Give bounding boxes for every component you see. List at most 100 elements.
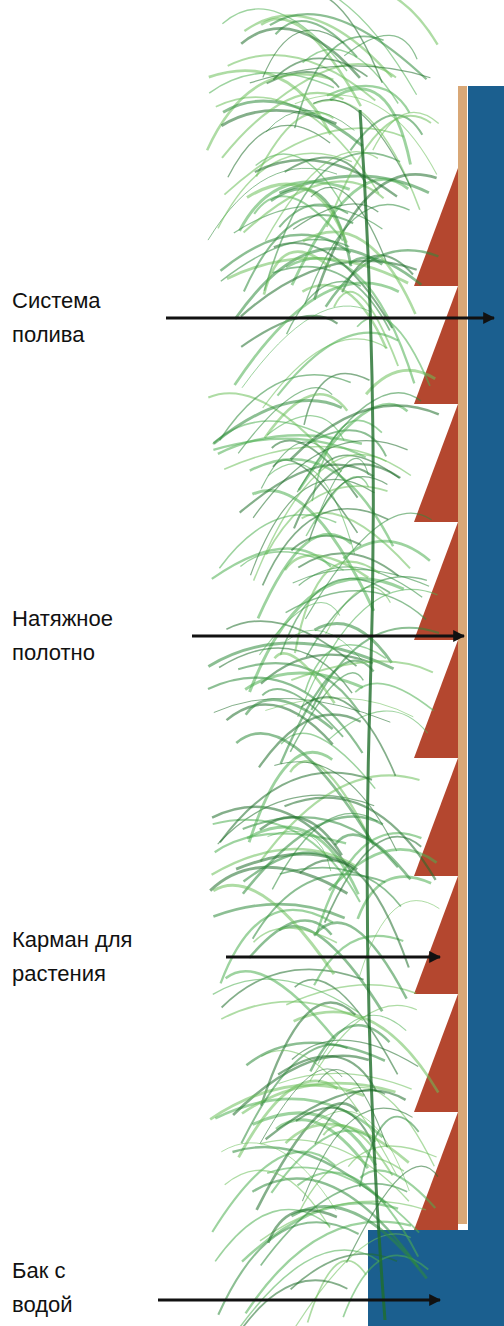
grass-blade [244,181,384,232]
grass-blade [291,406,439,460]
grass-blade [291,1206,426,1278]
grass-blade [278,333,399,396]
tension-fabric [458,86,467,1224]
plant-pocket [414,1112,458,1230]
grass-blade [241,1045,347,1144]
leader-arrow [226,956,440,959]
leader-lines [158,318,494,1300]
water-tank [368,1230,504,1326]
grass-blade [295,95,437,175]
grass-blade [259,602,339,654]
grass-blade [268,1210,337,1243]
grass-blade [257,1103,358,1210]
plant-pocket [414,640,458,758]
grass-blade [267,1167,419,1232]
grass-blade [302,513,410,569]
grass-blade [220,772,372,842]
grass-blade [357,317,430,386]
leader-arrow [192,635,464,638]
grass-blade [355,683,434,710]
grass-blade [219,515,336,568]
grass-blade [274,762,396,851]
grass-blade [297,393,421,493]
grass-blade [241,316,337,347]
leader-arrow [158,1299,440,1302]
part-label: Карман для растения [12,923,162,991]
grass-blade [285,798,436,880]
grass-blade [213,439,365,458]
part-label: Система полива [12,284,142,352]
grass-blade [221,240,349,282]
plant-pocket [414,876,458,994]
grass-blade [346,1087,435,1166]
grass-blade [267,416,344,441]
grass-blade [298,1172,419,1256]
grass-blade [301,697,395,776]
grass-blade [221,1002,363,1021]
grass-blade [254,928,337,943]
grass-blade [210,867,347,893]
grass-blade [253,441,407,518]
grass-blade [286,1124,409,1162]
grass-blade [360,1117,419,1187]
grass-blade [262,689,343,737]
part-label: Натяжное полотно [12,602,182,670]
grass-blade [212,1152,335,1232]
grass-blade [209,1280,347,1326]
grass-blade [244,215,353,291]
grass-blade [294,464,400,528]
grass-blade [209,73,334,93]
grass-blade [210,1085,364,1119]
grass-blade [213,979,358,1012]
grass-blade [305,645,386,692]
grass-blade [373,112,439,150]
grass-blade [273,267,390,331]
grass-blade [236,733,373,844]
grass-blade [311,187,386,261]
grass-blade [327,86,410,113]
grass-blade [314,936,403,985]
grass-blade [315,458,369,524]
grass-blade [275,653,335,703]
grass-blade [310,1025,389,1071]
grass-blade [221,1143,336,1211]
grass-blade [308,1261,367,1323]
grass-blade [246,700,333,729]
grass-blade [265,698,413,717]
grass-blade [291,661,433,680]
part-label: Бак с водой [12,1254,92,1322]
grass-blade [360,901,440,976]
grass-blade [300,860,409,967]
grass-blade [318,1070,387,1148]
water-column [468,86,504,1326]
plant-pocket [414,404,458,522]
plant-pockets [414,168,458,1230]
leader-arrow [166,317,494,320]
grass-blade [266,1090,406,1139]
grass-blade [238,388,332,454]
grass-blade [261,1140,409,1202]
grass-blade [303,49,399,103]
grass-blade [218,1250,380,1326]
plant-stem [360,110,385,1320]
grass-blade [223,101,362,146]
grass-blade [224,128,403,195]
grass-blade [240,552,343,570]
grass-blade [343,541,430,560]
grass-blade [222,93,344,158]
plant-pocket [414,522,458,640]
plant-pocket [414,286,458,404]
grass-blade [250,459,393,546]
plant-pocket [414,168,458,286]
grass-blade [327,116,431,227]
grass-blade [280,868,401,907]
grass-blade [278,1056,376,1091]
grass-blade [265,152,378,241]
grass-blade [225,1170,330,1228]
grass-blade [220,375,351,441]
plant-foliage [207,0,439,1326]
grass-blade [235,283,399,385]
grass-blade [270,14,427,79]
grass-blade [314,923,407,999]
grass-blade [214,400,342,443]
